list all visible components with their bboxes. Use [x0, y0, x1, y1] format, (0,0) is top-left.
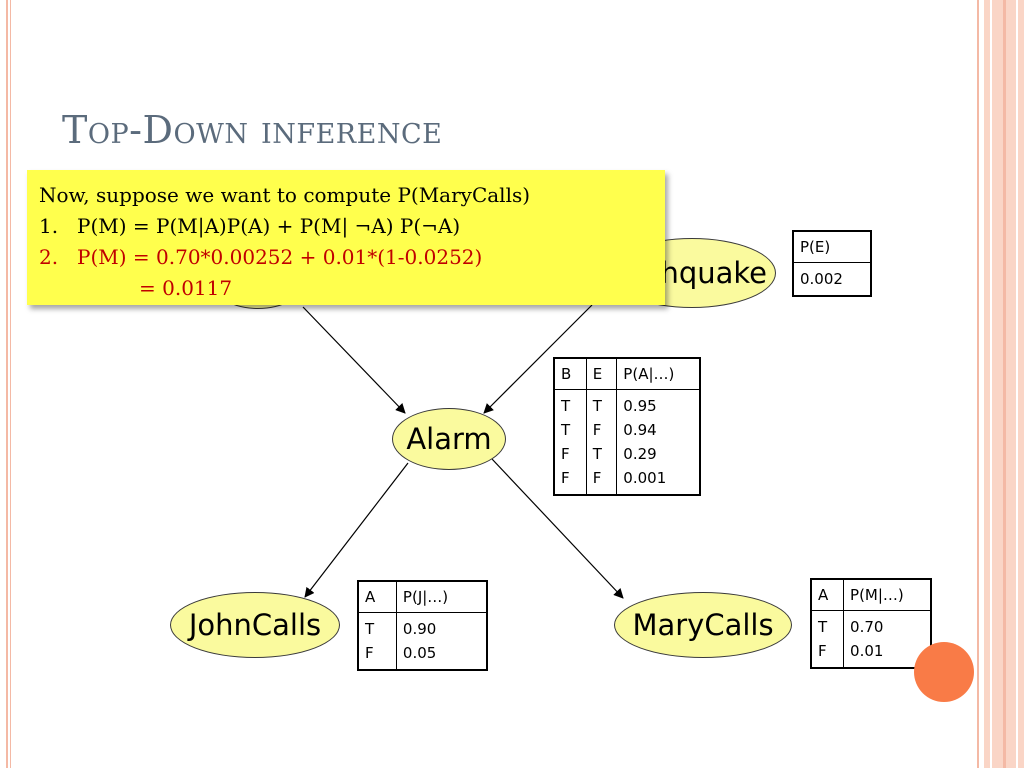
- cpt-j-a-cell: F: [365, 644, 374, 662]
- note-item-2: 2. P(M) = 0.70*0.00252 + 0.01*(1-0.0252): [39, 242, 665, 273]
- cpt-m-p-cell: 0.01: [850, 642, 884, 660]
- accent-circle: [914, 642, 974, 702]
- frame-stripe: [1016, 0, 1018, 768]
- cpt-a-p-cell: 0.95: [623, 397, 657, 415]
- note-result: = 0.0117: [139, 276, 233, 300]
- frame-stripe: [977, 0, 979, 768]
- edge-earthquake-alarm: [483, 304, 593, 414]
- cpt-alarm: B E P(A|…) T T F F T F T F 0.95 0.94 0.2…: [553, 357, 701, 496]
- edge-alarm-marycalls: [491, 458, 624, 599]
- cpt-e-value: 0.002: [800, 270, 843, 288]
- note-item-2-text: P(M) = 0.70*0.00252 + 0.01*(1-0.0252): [77, 245, 483, 269]
- note-item-2-continuation: = 0.0117: [39, 273, 665, 304]
- cpt-johncalls: A P(J|…) T F 0.90 0.05: [357, 580, 488, 671]
- cpt-a-b-cell: T: [561, 421, 571, 439]
- edge-burglary-alarm: [302, 306, 406, 414]
- cpt-marycalls: A P(M|…) T F 0.70 0.01: [810, 578, 932, 669]
- cpt-a-header-e: E: [585, 358, 617, 390]
- node-johncalls: JohnCalls: [170, 592, 340, 658]
- cpt-m-header-a: A: [811, 579, 844, 611]
- node-earthquake-label: hquake: [660, 256, 767, 290]
- cpt-a-e-cell: F: [592, 469, 602, 487]
- frame-border-left: [6, 0, 8, 768]
- cpt-a-p-cell: 0.001: [623, 469, 667, 487]
- cpt-a-col-p: 0.95 0.94 0.29 0.001: [616, 389, 700, 495]
- cpt-m-p-cell: 0.70: [850, 618, 884, 636]
- cpt-m-a-cell: T: [818, 618, 828, 636]
- note-item-1: 1. P(M) = P(M|A)P(A) + P(M| ¬A) P(¬A): [39, 211, 665, 242]
- cpt-a-e-cell: T: [592, 397, 602, 415]
- node-johncalls-label: JohnCalls: [188, 608, 322, 642]
- cpt-j-col-a: T F: [358, 613, 396, 671]
- cpt-a-b-cell: F: [561, 445, 570, 463]
- note-intro: Now, suppose we want to compute P(MaryCa…: [39, 183, 531, 207]
- node-alarm-label: Alarm: [406, 422, 492, 456]
- node-marycalls-label: MaryCalls: [632, 608, 774, 642]
- cpt-j-header-p: P(J|…): [395, 581, 487, 613]
- cpt-a-b-cell: T: [561, 397, 571, 415]
- node-alarm: Alarm: [392, 408, 506, 470]
- sticky-note: Now, suppose we want to compute P(MaryCa…: [27, 170, 665, 305]
- slide-title: Top-Down inference: [62, 108, 443, 152]
- cpt-a-header-b: B: [554, 358, 587, 390]
- cpt-j-p-cell: 0.90: [402, 620, 437, 638]
- cpt-a-e-cell: T: [592, 445, 602, 463]
- cpt-a-b-cell: F: [561, 469, 570, 487]
- cpt-a-e-cell: F: [592, 421, 602, 439]
- frame-border-left-inner: [10, 0, 11, 768]
- note-item-1-text: P(M) = P(M|A)P(A) + P(M| ¬A) P(¬A): [77, 214, 461, 238]
- cpt-j-a-cell: T: [365, 620, 375, 638]
- cpt-j-p-cell: 0.05: [402, 644, 437, 662]
- cpt-e-header: P(E): [793, 231, 871, 263]
- cpt-j-header-a: A: [358, 581, 397, 613]
- note-item-1-number: 1.: [39, 214, 59, 238]
- cpt-j-col-p: 0.90 0.05: [395, 612, 487, 670]
- cpt-earthquake: P(E) 0.002: [792, 230, 872, 297]
- cpt-m-col-a: T F: [811, 611, 844, 669]
- note-item-2-number: 2.: [39, 245, 59, 269]
- frame-stripe: [1003, 0, 1006, 768]
- node-marycalls: MaryCalls: [614, 592, 792, 658]
- cpt-a-p-cell: 0.94: [623, 421, 657, 439]
- cpt-m-a-cell: F: [818, 642, 827, 660]
- cpt-a-header-p: P(A|…): [616, 358, 700, 390]
- cpt-a-col-b: T T F F: [554, 390, 586, 496]
- cpt-a-p-cell: 0.29: [623, 445, 657, 463]
- cpt-a-col-e: T F T F: [585, 389, 617, 495]
- cpt-m-header-p: P(M|…): [843, 579, 931, 611]
- frame-stripe: [990, 0, 992, 768]
- edge-alarm-johncalls: [304, 462, 409, 598]
